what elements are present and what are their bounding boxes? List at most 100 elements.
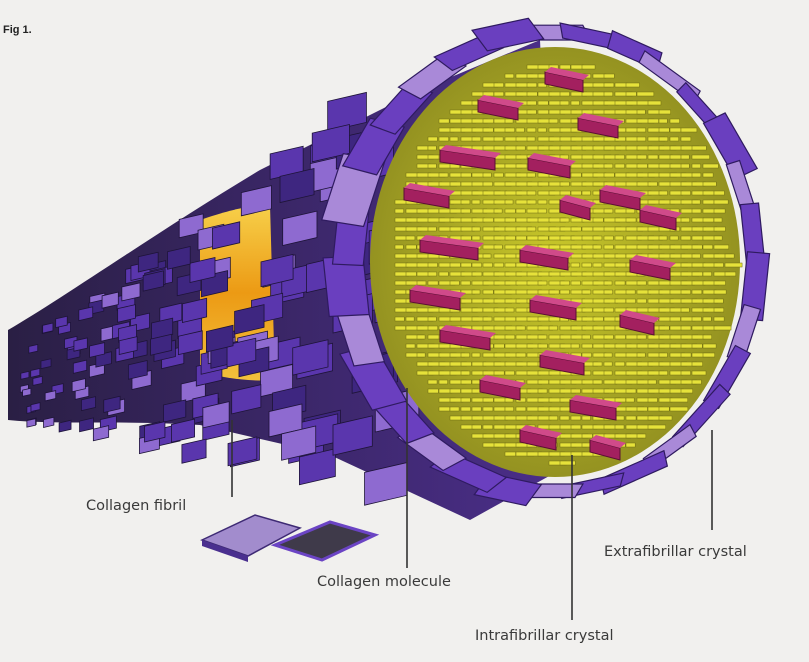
collagen-rod: [648, 119, 659, 123]
collagen-rod: [703, 173, 713, 177]
collagen-rod: [681, 308, 689, 312]
collagen-rod: [428, 308, 440, 312]
collagen-rod: [527, 218, 539, 222]
collagen-rod: [637, 398, 648, 402]
collagen-rod: [461, 200, 470, 204]
collagen-rod: [549, 92, 560, 96]
collagen-rod: [582, 308, 593, 312]
collagen-rod: [714, 263, 723, 267]
collagen-rod: [637, 299, 646, 303]
collagen-rod: [428, 209, 439, 213]
collagen-rod: [516, 92, 528, 96]
collagen-rod: [505, 335, 515, 339]
collagen-rod: [494, 164, 505, 168]
collagen-rod: [505, 317, 516, 321]
collagen-rod: [505, 290, 517, 294]
collagen-rod: [494, 362, 506, 366]
collagen-rod: [593, 371, 605, 375]
collagen-rod: [560, 218, 569, 222]
collagen-rod: [615, 254, 626, 258]
collagen-rod: [692, 155, 710, 159]
collagen-rod: [494, 173, 503, 177]
collagen-rod: [593, 308, 605, 312]
collagen-rod: [725, 272, 736, 276]
collagen-rod: [549, 101, 562, 105]
collagen-rod: [703, 191, 714, 195]
collagen-rod: [472, 407, 481, 411]
collagen-rod: [637, 407, 647, 411]
collagen-rod: [505, 407, 514, 411]
collagen-rod: [516, 236, 526, 240]
collagen-rod: [714, 245, 729, 249]
collagen-rod: [406, 245, 416, 249]
collagen-rod: [516, 137, 528, 141]
collagen-rod: [527, 173, 535, 177]
collagen-rod: [461, 407, 471, 411]
collagen-rod: [428, 146, 436, 150]
collagen-rod: [494, 263, 504, 267]
collagen-rod: [626, 389, 636, 393]
collagen-rod: [692, 335, 704, 339]
collagen-rod: [505, 344, 517, 348]
collagen-rod: [516, 290, 528, 294]
collagen-rod: [472, 308, 483, 312]
collagen-rod: [450, 407, 459, 411]
label-collagen-molecule: Collagen molecule: [317, 574, 451, 590]
collagen-rod: [593, 263, 602, 267]
collagen-rod: [406, 317, 414, 321]
collagen-rod: [461, 362, 472, 366]
collagen-rod: [648, 164, 660, 168]
collagen-rod: [428, 326, 438, 330]
label-intrafibrillar-crystal: Intrafibrillar crystal: [475, 628, 614, 644]
collagen-rod: [494, 371, 504, 375]
collagen-rod: [549, 209, 560, 213]
collagen-rod: [450, 137, 458, 141]
collagen-rod: [659, 416, 672, 420]
tail-mineral-plate: [27, 419, 36, 427]
collagen-rod: [505, 263, 516, 267]
collagen-rod: [428, 353, 441, 357]
collagen-rod: [428, 263, 437, 267]
collagen-rod: [615, 146, 627, 150]
collagen-rod: [626, 443, 635, 447]
collagen-rod: [461, 353, 470, 357]
collagen-rod: [472, 263, 482, 267]
collagen-rod: [549, 317, 560, 321]
collagen-rod: [582, 434, 592, 438]
collagen-rod: [505, 371, 514, 375]
collagen-rod: [648, 173, 660, 177]
collagen-rod: [494, 254, 505, 258]
collagen-rod: [461, 209, 470, 213]
collagen-rod: [494, 200, 507, 204]
collagen-rod: [395, 245, 403, 249]
collagen-rod: [571, 173, 581, 177]
collagen-rod: [450, 317, 461, 321]
collagen-rod: [692, 362, 703, 366]
collagen-rod: [593, 317, 603, 321]
collagen-rod: [692, 164, 701, 168]
collagen-rod: [527, 110, 536, 114]
collagen-rod: [406, 272, 416, 276]
collagen-rod: [626, 398, 634, 402]
collagen-rod: [417, 326, 429, 330]
collagen-rod: [681, 353, 691, 357]
collagen-rod: [483, 173, 491, 177]
collagen-rod: [538, 335, 547, 339]
collagen-rod: [582, 353, 592, 357]
collagen-rod: [725, 254, 734, 258]
collagen-rod: [538, 182, 549, 186]
collagen-rod: [637, 128, 646, 132]
collagen-rod: [516, 353, 526, 357]
collagen-rod: [615, 362, 625, 366]
collagen-rod: [527, 83, 537, 87]
collagen-rod: [461, 182, 473, 186]
collagen-rod: [648, 182, 657, 186]
collagen-rod: [637, 137, 646, 141]
collagen-rod: [582, 416, 591, 420]
collagen-rod: [439, 119, 449, 123]
collagen-rod: [472, 173, 484, 177]
collagen-rod: [461, 263, 471, 267]
collagen-rod: [659, 281, 671, 285]
collagen-rod: [659, 389, 671, 393]
collagen-rod: [483, 218, 494, 222]
